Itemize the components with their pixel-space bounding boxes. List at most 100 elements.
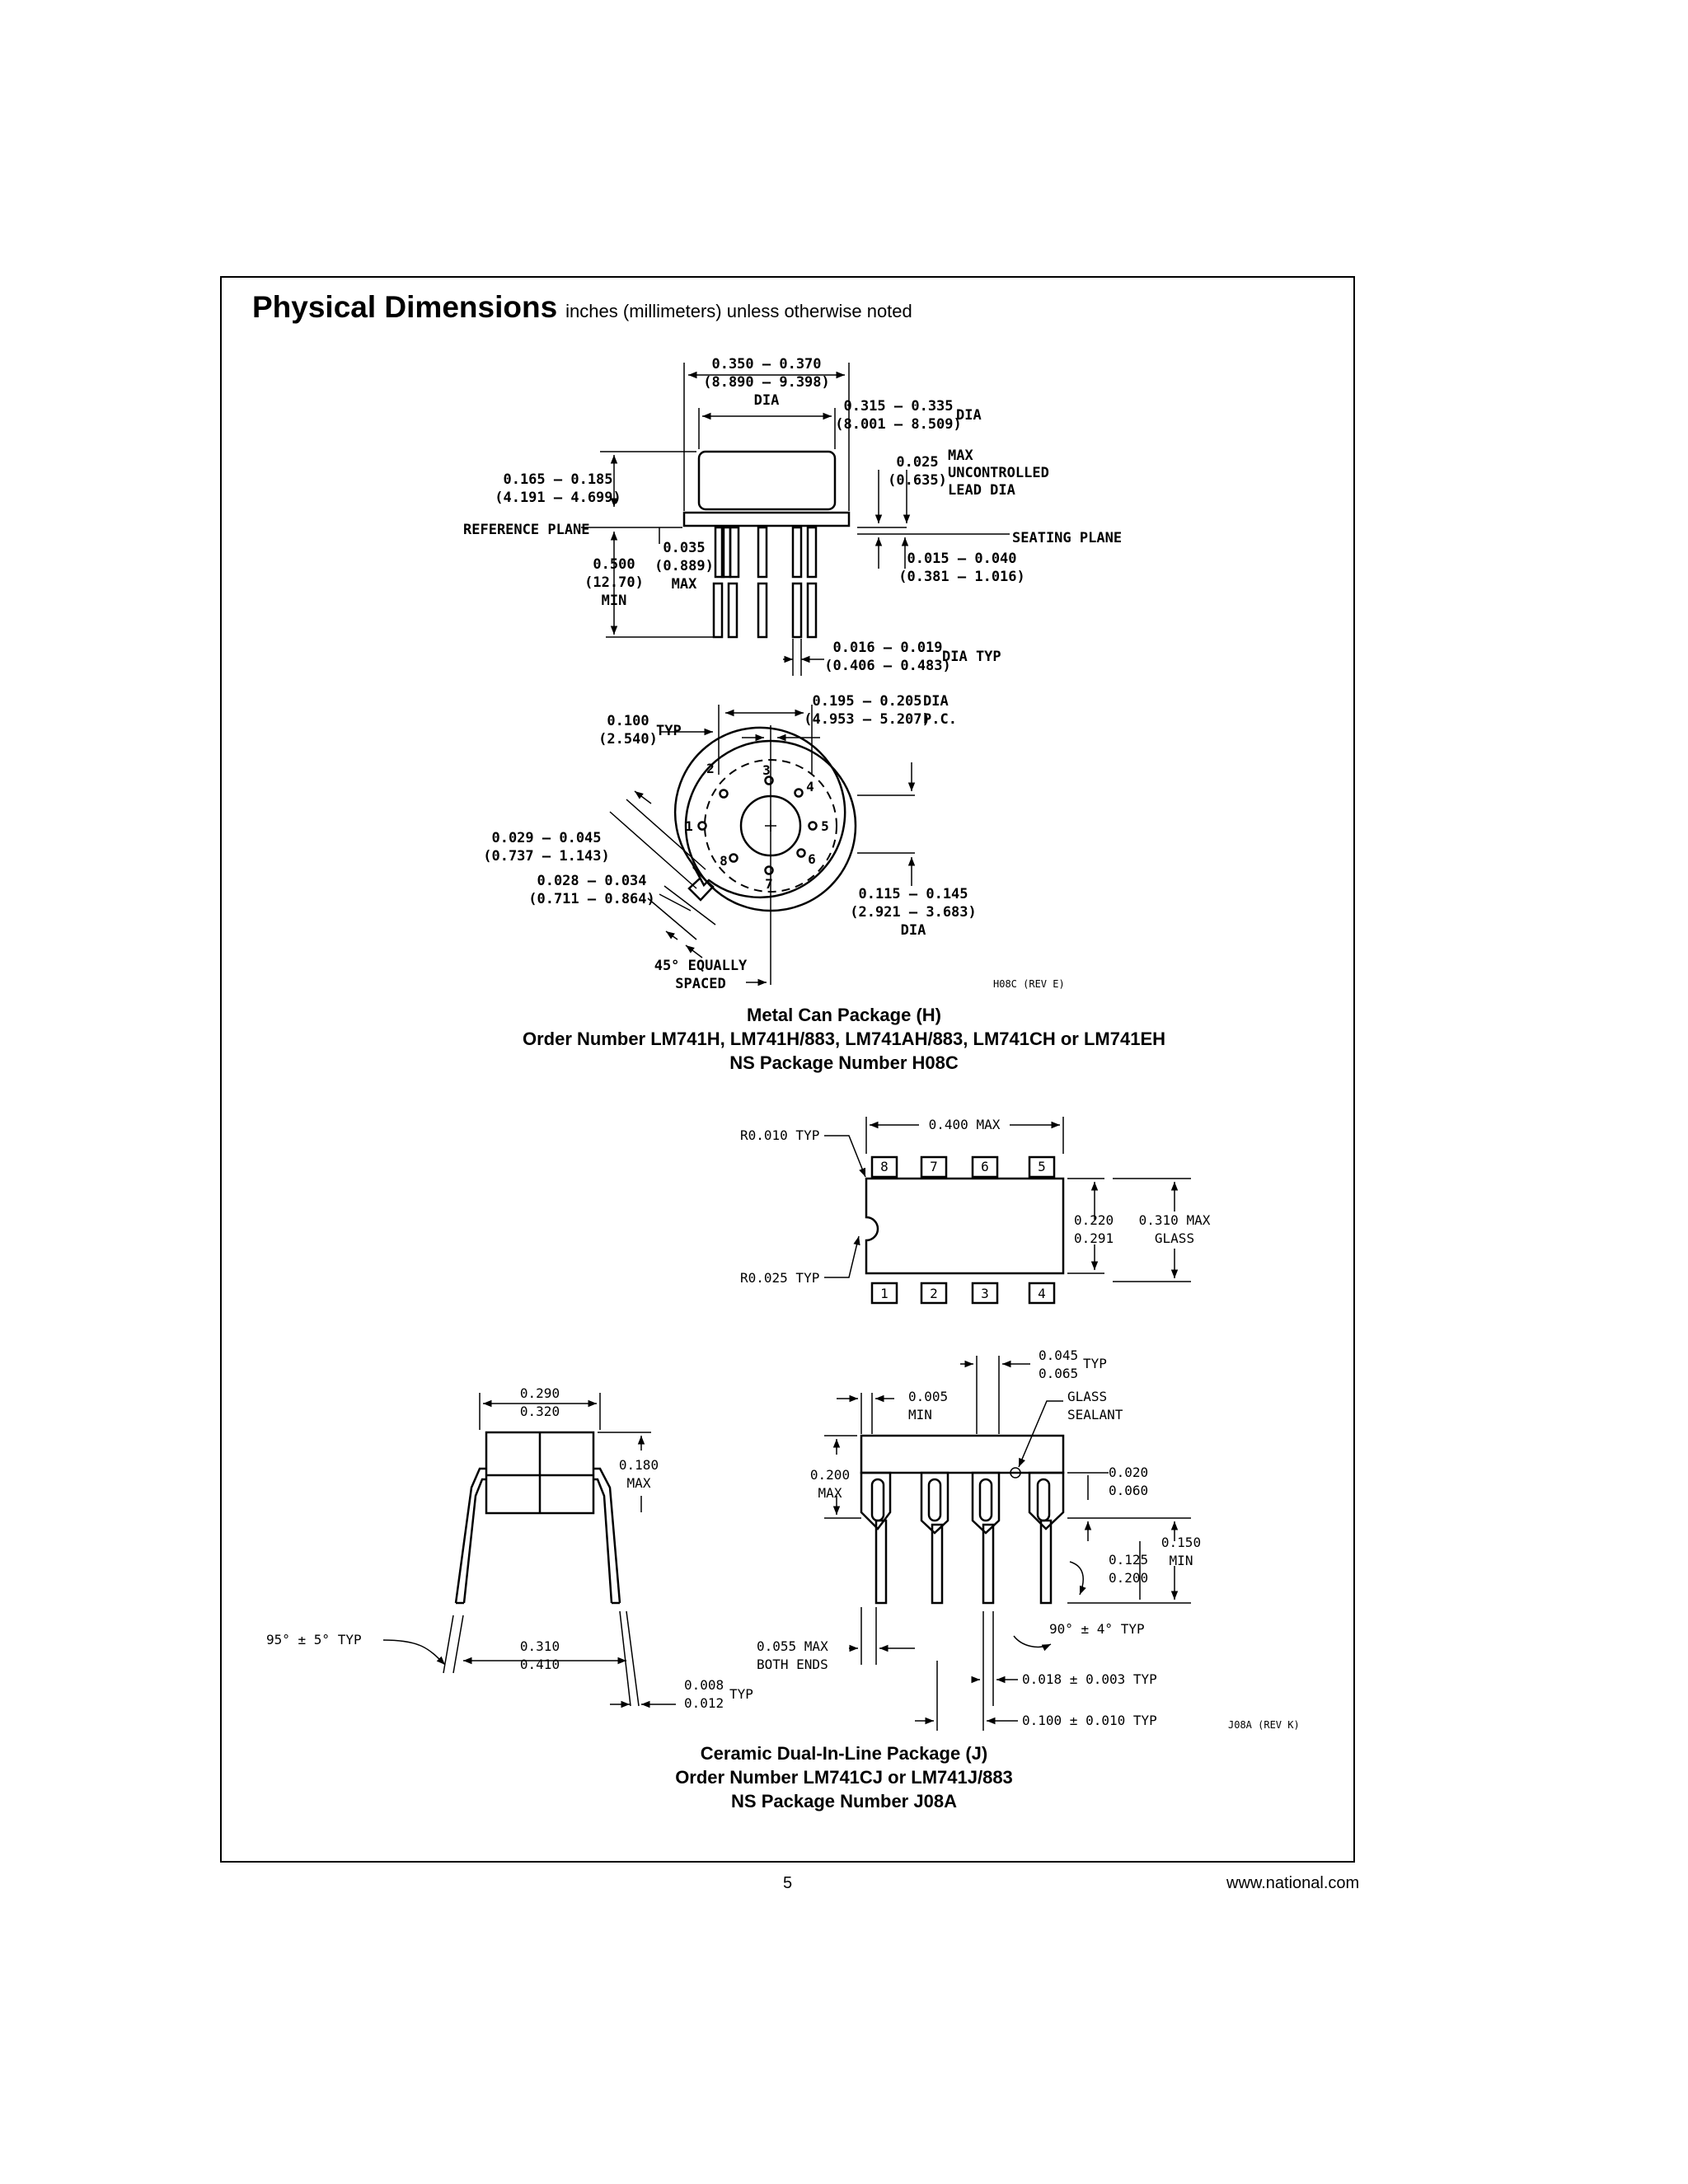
dip-caption-order: Order Number LM741CJ or LM741J/883 bbox=[675, 1767, 1013, 1788]
dim-cap-dia: 0.315 – 0.335 bbox=[843, 398, 953, 415]
lead bbox=[720, 526, 732, 579]
section-header: Physical Dimensions inches (millimeters) … bbox=[252, 290, 912, 325]
dim-side-height-1: 0.200 bbox=[810, 1467, 850, 1483]
dim-tab-wid: 0.028 – 0.034 bbox=[537, 873, 646, 889]
rev-j08a: J08A (REV K) bbox=[1228, 1719, 1300, 1731]
dip-pin-8: 8 bbox=[880, 1159, 889, 1174]
dim-end-max-2: BOTH ENDS bbox=[757, 1657, 828, 1672]
dim-seat-1: 0.125 bbox=[1109, 1552, 1148, 1568]
dim-inner-dia: 0.115 – 0.145 bbox=[858, 886, 968, 902]
dim-lead-max-note: MAX bbox=[948, 448, 973, 464]
dim-r-top: R0.010 TYP bbox=[740, 1127, 819, 1143]
dim-pc-dia-note-2: P.C. bbox=[923, 711, 957, 728]
dim-glass-w-2: GLASS bbox=[1155, 1230, 1194, 1246]
metal-can-caption-order: Order Number LM741H, LM741H/883, LM741AH… bbox=[522, 1029, 1166, 1049]
content-frame bbox=[220, 276, 1355, 1863]
pin-label-2: 2 bbox=[706, 761, 715, 776]
dim-tab-len-mm: (0.737 – 1.143) bbox=[483, 848, 610, 865]
dim-lead-max: 0.025 bbox=[896, 454, 938, 471]
dip-caption: Ceramic Dual-In-Line Package (J) Order N… bbox=[0, 1741, 1688, 1813]
dim-lead-t-1: 0.008 bbox=[684, 1677, 724, 1693]
glass-sealant-mark bbox=[1010, 1467, 1021, 1479]
dip-side-labels: 0.005 MIN 0.045 0.065 TYP GLASS SEALANT … bbox=[757, 1347, 1300, 1731]
end-lead-right bbox=[593, 1467, 621, 1604]
dim-standoff-2: 0.060 bbox=[1109, 1483, 1148, 1498]
dip-pin-7: 7 bbox=[930, 1159, 938, 1174]
dim-inner-dia-note: DIA bbox=[901, 922, 926, 939]
dim-body-w-2: 0.291 bbox=[1074, 1230, 1114, 1246]
section-subtitle: inches (millimeters) unless otherwise no… bbox=[565, 301, 912, 321]
rev-h08c: H08C (REV E) bbox=[993, 978, 1065, 990]
dip-pin-6: 6 bbox=[981, 1159, 989, 1174]
dim-inner-dia-mm: (2.921 – 3.683) bbox=[850, 904, 977, 921]
dim-glass-w-1: 0.310 MAX bbox=[1139, 1212, 1211, 1228]
section-title: Physical Dimensions bbox=[252, 290, 558, 324]
dim-body-width-note: DIA bbox=[754, 392, 780, 409]
side-body bbox=[860, 1434, 1065, 1474]
pin-label-6: 6 bbox=[808, 851, 816, 867]
dim-lead-note-2: LEAD DIA bbox=[948, 482, 1015, 499]
dim-lead-length-mm: (12.70) bbox=[584, 574, 644, 591]
can-outline bbox=[673, 726, 846, 899]
dim-lead-t-2: 0.012 bbox=[684, 1695, 724, 1711]
dim-body-width: 0.350 – 0.370 bbox=[711, 356, 821, 373]
dim-pitch-mm: (2.540) bbox=[598, 731, 658, 748]
dim-end-h-2: MAX bbox=[627, 1475, 651, 1491]
dim-lead-max-mm: (0.635) bbox=[888, 472, 947, 489]
dim-tab-len: 0.029 – 0.045 bbox=[491, 830, 601, 846]
dim-shoulder-2: 0.065 bbox=[1039, 1366, 1078, 1381]
dip-body bbox=[865, 1177, 1065, 1275]
dim-height: 0.165 – 0.185 bbox=[503, 471, 612, 488]
metal-can-side-labels: 0.350 – 0.370 (8.890 – 9.398) DIA 0.315 … bbox=[463, 356, 1122, 674]
dip-caption-title: Ceramic Dual-In-Line Package (J) bbox=[700, 1743, 988, 1764]
dim-width-max: 0.400 MAX bbox=[929, 1117, 1001, 1132]
dim-lead-t-note: TYP bbox=[729, 1686, 753, 1702]
dim-pitch-dip: 0.100 ± 0.010 TYP bbox=[1022, 1713, 1157, 1728]
dim-lead-dia-note: DIA TYP bbox=[942, 649, 1001, 665]
dip-caption-package: NS Package Number J08A bbox=[731, 1791, 957, 1811]
dim-bend: 90° ± 4° TYP bbox=[1049, 1621, 1145, 1637]
dim-end-w-2: 0.320 bbox=[520, 1404, 560, 1419]
dim-body-width-mm: (8.890 – 9.398) bbox=[703, 374, 830, 391]
dim-cap-dia-note: DIA bbox=[956, 407, 982, 424]
dim-standoff-mm: (0.381 – 1.016) bbox=[898, 569, 1025, 585]
can-flange bbox=[682, 511, 851, 527]
dim-row-sp-1: 0.310 bbox=[520, 1638, 560, 1654]
dim-standoff: 0.015 – 0.040 bbox=[907, 551, 1016, 567]
label-sealant-1: GLASS bbox=[1067, 1389, 1107, 1404]
dim-lead-dia: 0.016 – 0.019 bbox=[832, 640, 942, 656]
dip-top-labels: 8 7 6 5 1 2 3 4 0.400 MAX R0.010 TYP R0.… bbox=[740, 1117, 1211, 1301]
dim-shoulder-note: TYP bbox=[1083, 1356, 1107, 1371]
pin-label-8: 8 bbox=[720, 853, 728, 869]
dip-pin-3: 3 bbox=[981, 1286, 989, 1301]
metal-can-caption: Metal Can Package (H) Order Number LM741… bbox=[0, 1003, 1688, 1075]
dim-end-h-1: 0.180 bbox=[619, 1457, 659, 1473]
website-link[interactable]: www.national.com bbox=[1226, 1874, 1360, 1892]
dim-r-bottom: R0.025 TYP bbox=[740, 1270, 819, 1286]
dim-shoulder-1: 0.045 bbox=[1039, 1347, 1078, 1363]
metal-can-caption-package: NS Package Number H08C bbox=[729, 1052, 959, 1073]
label-sealant-2: SEALANT bbox=[1067, 1407, 1123, 1422]
pin-label-5: 5 bbox=[821, 818, 829, 834]
label-spacing-1: 45° EQUALLY bbox=[654, 958, 748, 974]
metal-can-side-view bbox=[581, 363, 1010, 676]
pin-label-3: 3 bbox=[762, 762, 771, 778]
dim-lead-note-1: UNCONTROLLED bbox=[948, 465, 1049, 481]
dip-pin-1: 1 bbox=[880, 1286, 889, 1301]
dim-row-sp-2: 0.410 bbox=[520, 1657, 560, 1672]
label-spacing-2: SPACED bbox=[675, 976, 725, 992]
metal-can-caption-title: Metal Can Package (H) bbox=[747, 1005, 941, 1025]
dip-pin-2: 2 bbox=[930, 1286, 938, 1301]
end-lead-left bbox=[454, 1467, 486, 1604]
dip-end-labels: 0.290 0.320 0.180 MAX 95° ± 5° TYP 0.310… bbox=[266, 1385, 753, 1711]
dim-end-max-1: 0.055 MAX bbox=[757, 1638, 828, 1654]
dim-lead-w: 0.018 ± 0.003 TYP bbox=[1022, 1671, 1157, 1687]
label-seating-plane: SEATING PLANE bbox=[1012, 530, 1122, 546]
dim-flange: 0.035 bbox=[663, 540, 705, 556]
dim-lead-length: 0.500 bbox=[593, 556, 635, 573]
dim-pitch-note: TYP bbox=[656, 723, 682, 739]
dim-pc-dia-mm: (4.953 – 5.207) bbox=[804, 711, 931, 728]
dip-top-view bbox=[824, 1117, 1191, 1305]
dip-end-view bbox=[382, 1393, 676, 1708]
